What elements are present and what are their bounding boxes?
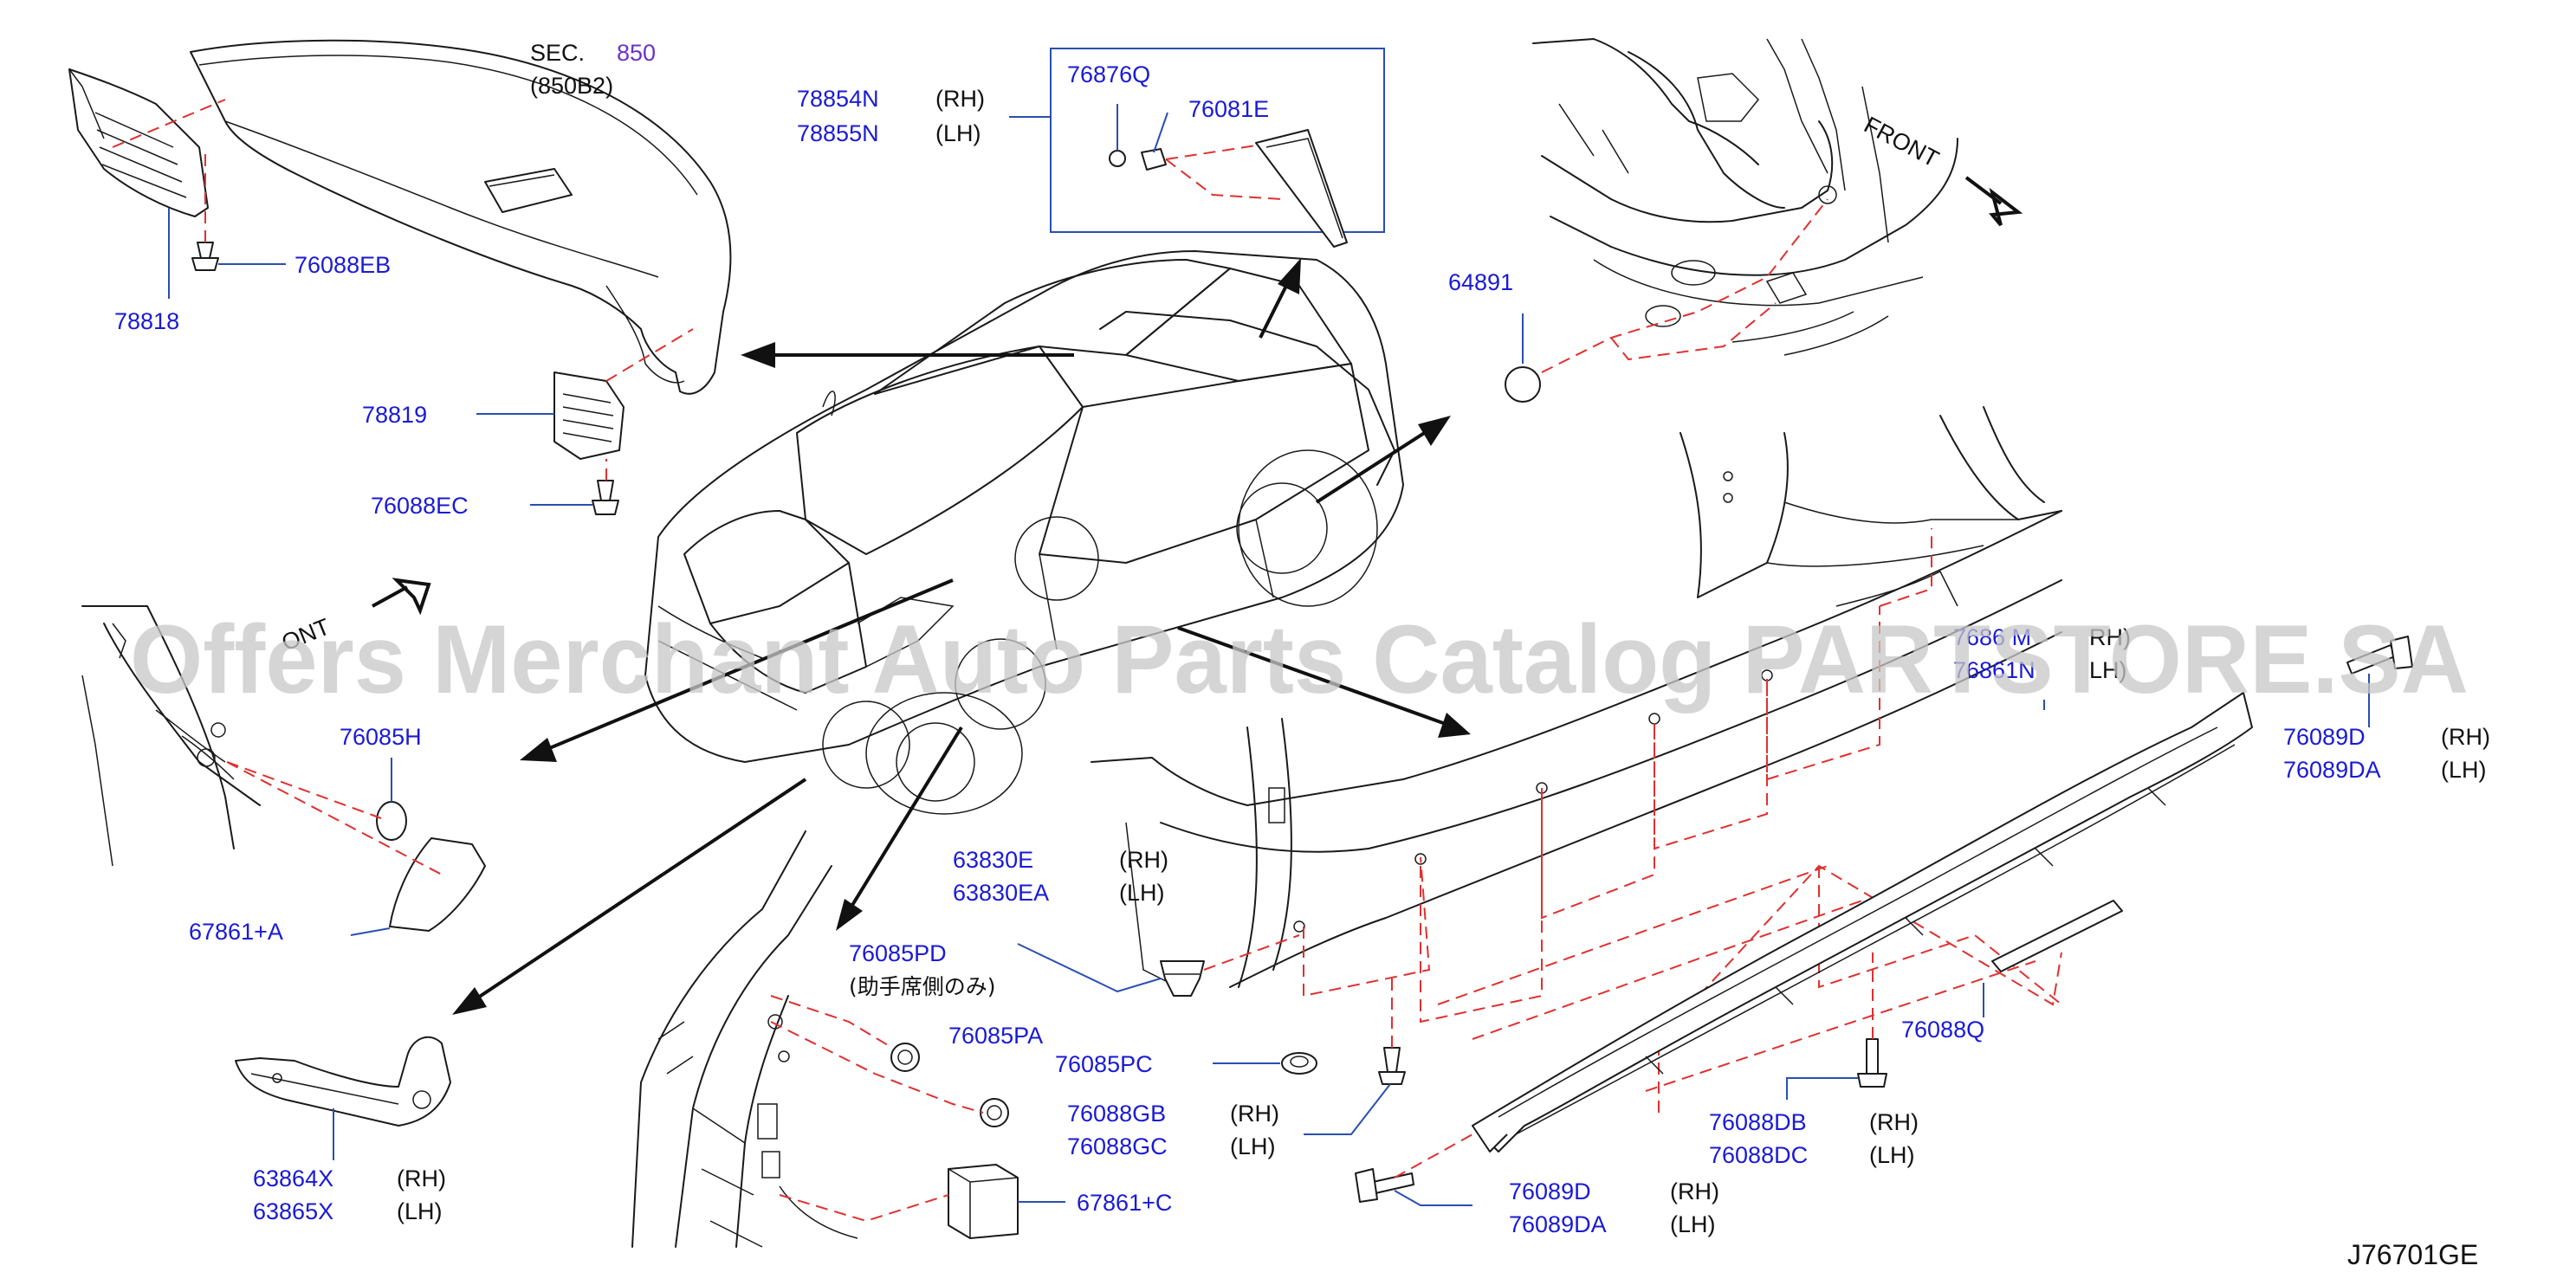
air-duct-78818	[68, 68, 209, 217]
clip-63830E	[1160, 960, 1205, 997]
fuel-lid-67861A	[389, 837, 486, 932]
side-7686xM: RH)	[2089, 624, 2131, 650]
part-number-76088GC[interactable]: 76088GC	[1067, 1133, 1168, 1159]
part-number-78818[interactable]: 78818	[114, 308, 179, 334]
part-number-76876Q[interactable]: 76876Q	[1067, 61, 1150, 87]
front-direction-arrow-left	[372, 578, 431, 616]
part-number-76088EC[interactable]: 76088EC	[371, 493, 469, 519]
part-number-76088GB[interactable]: 76088GB	[1067, 1101, 1166, 1127]
part-number-76861N[interactable]: 76861N	[1953, 657, 2036, 683]
part-number-78819[interactable]: 78819	[362, 402, 427, 428]
section-ref-sub: (850B2)	[530, 73, 613, 99]
part-number-76088Q[interactable]: 76088Q	[1901, 1017, 1984, 1043]
side-76089D-lower: (RH)	[1670, 1178, 1719, 1204]
part-number-76085PD[interactable]: 76085PD	[849, 940, 947, 966]
screw-76089D-left	[1355, 1168, 1414, 1203]
fuel-filler-body-section	[81, 605, 261, 867]
part-number-63864X[interactable]: 63864X	[253, 1166, 333, 1191]
side-63830EA: (LH)	[1119, 880, 1165, 906]
labels: SEC. 850 (850B2) 78854N (RH) 78855N (LH)…	[114, 40, 2490, 1270]
side-76088DB: (RH)	[1869, 1109, 1919, 1135]
front-direction-label-right: FRONT	[1860, 112, 1943, 172]
part-number-63865X[interactable]: 63865X	[253, 1198, 333, 1224]
part-number-64891[interactable]: 64891	[1448, 269, 1513, 295]
part-number-67861C[interactable]: 67861+C	[1077, 1190, 1172, 1216]
side-78854N: (RH)	[935, 86, 985, 112]
side-sill-cover-76861N	[1472, 692, 2253, 1153]
part-number-76088DC[interactable]: 76088DC	[1709, 1142, 1808, 1168]
tape-76088Q	[1991, 900, 2123, 972]
clip-76088GB	[1378, 1047, 1406, 1085]
part-number-7686xM[interactable]: 7686 M	[1953, 624, 2031, 650]
screw-76089D-right	[2346, 636, 2413, 675]
rear-floor-section	[1532, 38, 1958, 356]
watermark-text: Offers Merchant Auto Parts Catalog PARTS…	[130, 605, 2469, 714]
car-body-illustration	[644, 250, 1404, 815]
air-duct-78819	[553, 371, 625, 460]
part-number-76089DA-right[interactable]: 76089DA	[2283, 757, 2381, 783]
part-number-76089D-right[interactable]: 76089D	[2283, 724, 2366, 750]
part-number-76081E[interactable]: 76081E	[1188, 96, 1269, 122]
side-76089D-right: (RH)	[2441, 724, 2490, 750]
side-78855N: (LH)	[935, 120, 981, 146]
side-63864X: (RH)	[397, 1166, 446, 1191]
plug-64891	[1505, 366, 1541, 403]
part-number-76089D-lower[interactable]: 76089D	[1509, 1178, 1591, 1204]
part-number-76085H[interactable]: 76085H	[340, 724, 422, 750]
mudguard-63864X	[235, 1036, 451, 1127]
part-number-76085PC[interactable]: 76085PC	[1055, 1051, 1153, 1077]
part-number-76089DA-lower[interactable]: 76089DA	[1509, 1211, 1607, 1237]
section-ref-number[interactable]: 850	[617, 40, 656, 66]
grommet-76085H	[376, 801, 407, 841]
clip-76088EB	[191, 242, 219, 271]
passenger-side-only-note: (助手席側のみ)	[849, 974, 996, 999]
side-76089DA-lower: (LH)	[1670, 1211, 1716, 1237]
part-number-76088DB[interactable]: 76088DB	[1709, 1109, 1807, 1135]
rear-bumper-assembly	[190, 39, 732, 395]
part-number-76085PA[interactable]: 76085PA	[948, 1023, 1043, 1049]
quarter-finisher-panel	[1255, 129, 1348, 248]
side-76089DA-right: (LH)	[2441, 757, 2487, 783]
side-63865X: (LH)	[397, 1198, 443, 1224]
diagram-code: J76701GE	[2347, 1239, 2478, 1270]
bolt-76088DB	[1857, 1038, 1887, 1088]
grommet-76085PA	[980, 1098, 1009, 1127]
seal-76876Q	[1109, 150, 1126, 167]
part-number-78854N[interactable]: 78854N	[797, 86, 879, 112]
side-76088DC: (LH)	[1869, 1142, 1915, 1168]
grommet-76085PC	[1281, 1052, 1317, 1075]
center-pillar-section	[631, 830, 858, 1248]
side-76861N: LH)	[2089, 657, 2127, 683]
pad-67861C	[948, 1164, 1019, 1239]
part-number-63830E[interactable]: 63830E	[953, 847, 1033, 873]
part-number-63830EA[interactable]: 63830EA	[953, 880, 1049, 906]
section-ref-label: SEC.	[530, 40, 585, 66]
finisher-callout-frame	[1050, 48, 1385, 233]
side-76088GC: (LH)	[1230, 1133, 1276, 1159]
side-76088GB: (RH)	[1230, 1101, 1279, 1127]
grommet-76085PD	[890, 1043, 920, 1072]
clip-76088EC	[592, 480, 619, 515]
part-number-78855N[interactable]: 78855N	[797, 120, 879, 146]
part-number-67861A[interactable]: 67861+A	[189, 919, 283, 945]
side-63830E: (RH)	[1119, 847, 1168, 873]
front-direction-arrow-right	[1964, 176, 2023, 227]
part-number-76088EB[interactable]: 76088EB	[294, 252, 391, 278]
callout-arrows	[452, 258, 1471, 1015]
